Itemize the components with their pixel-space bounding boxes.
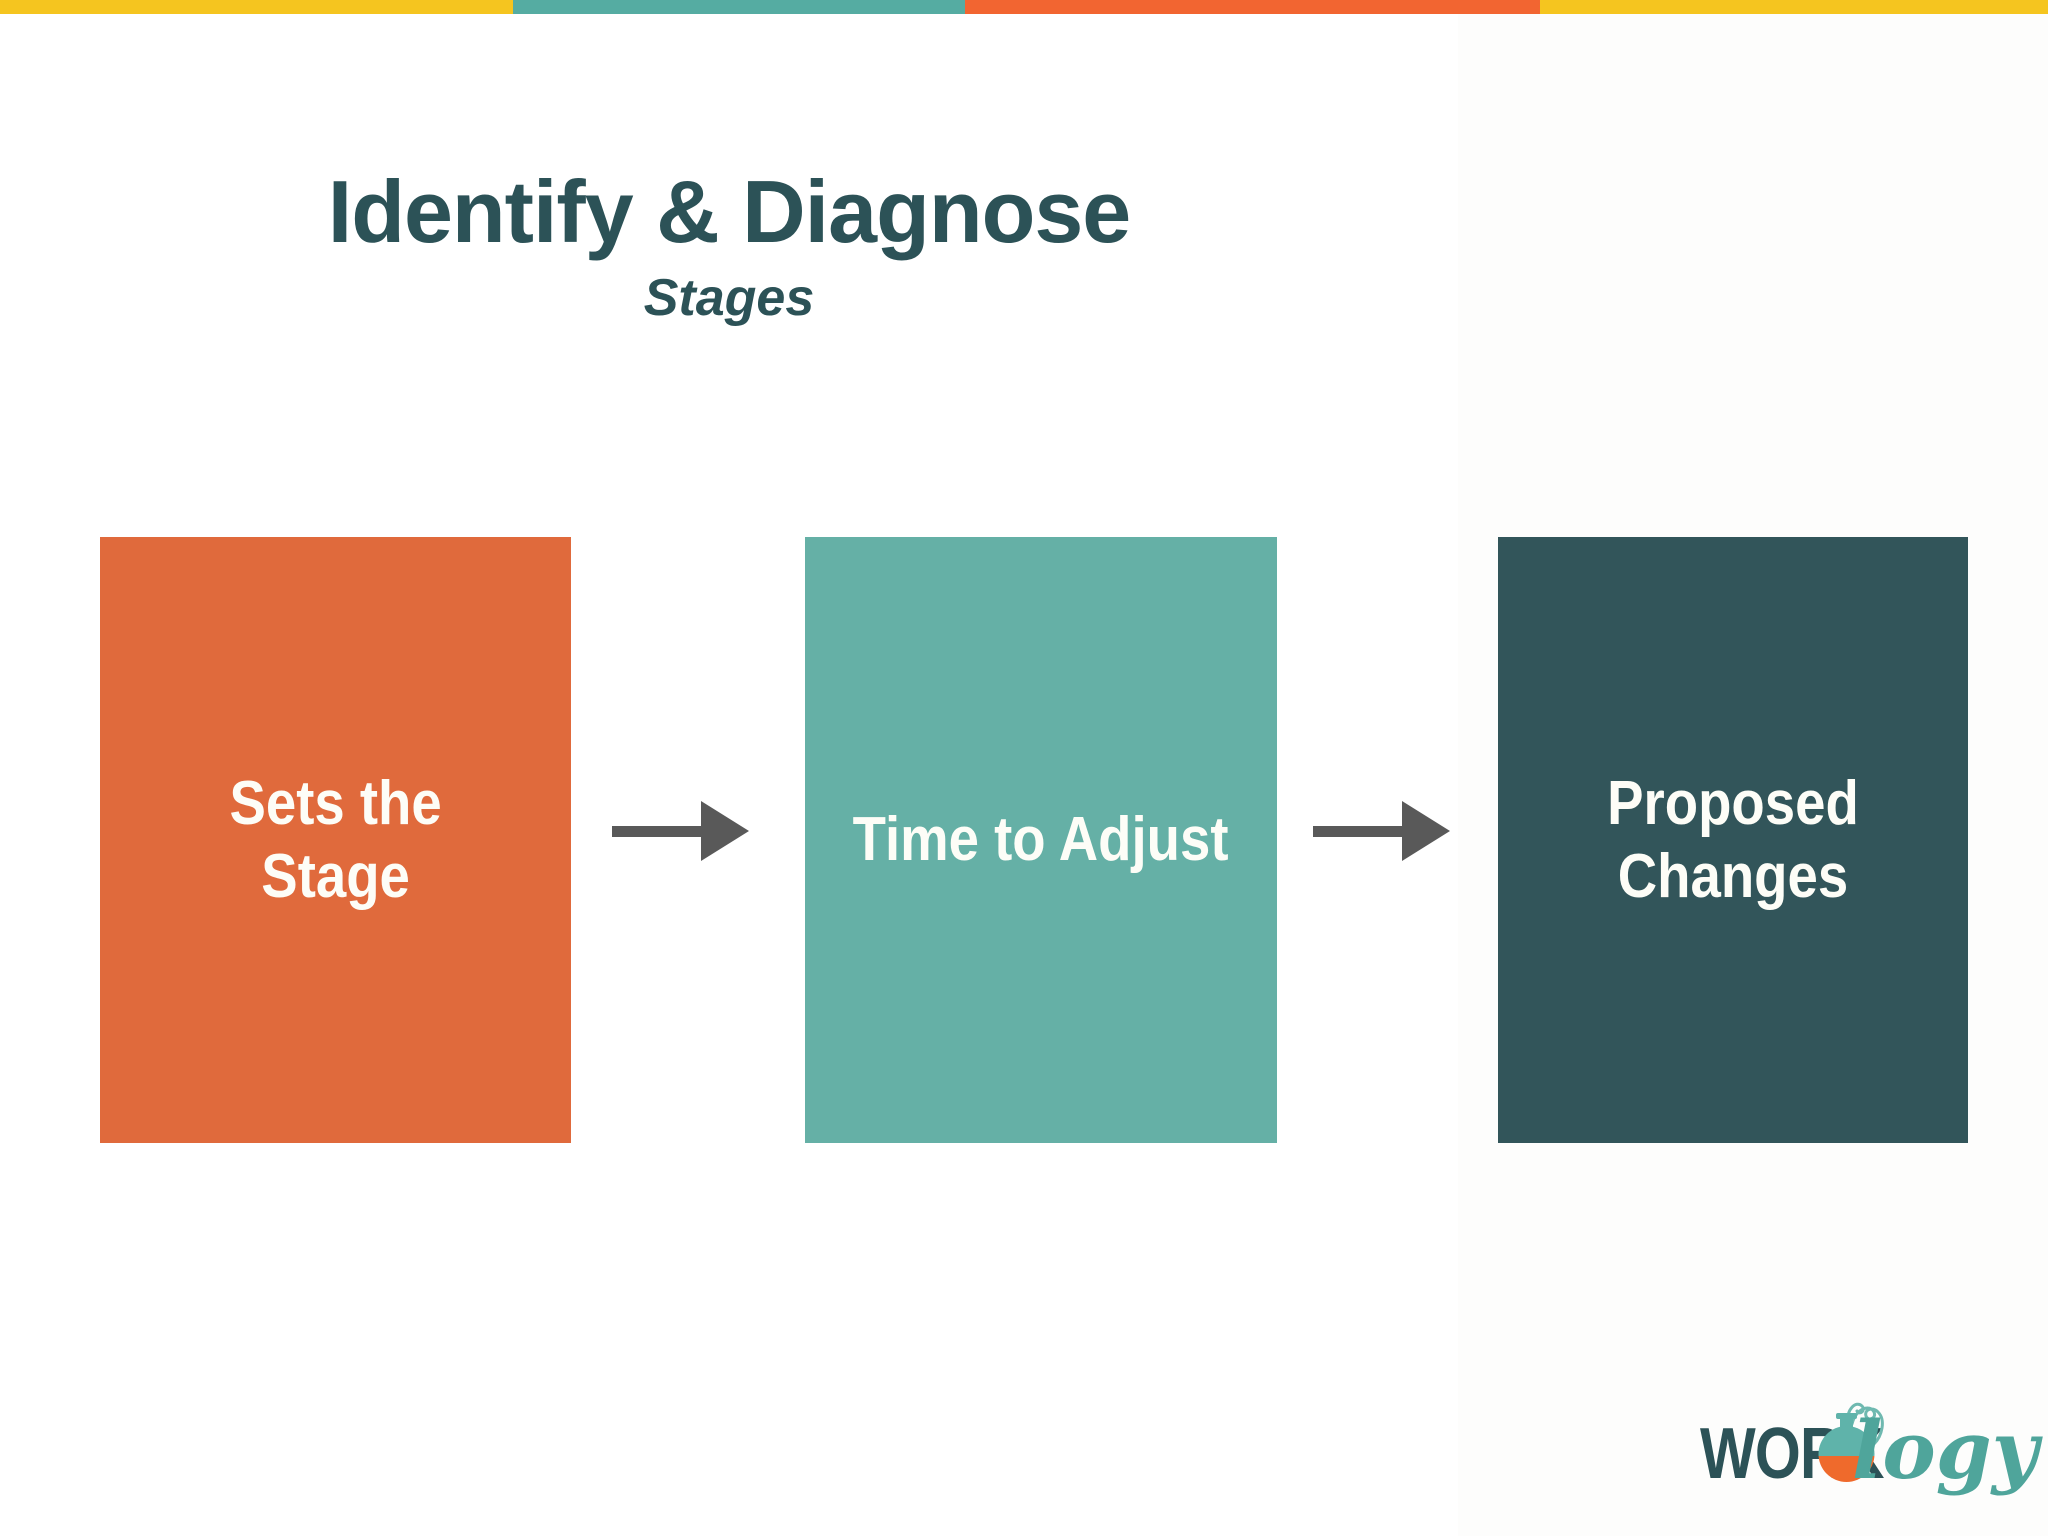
arrow-right-icon — [1313, 801, 1450, 861]
workology-logo[interactable]: WORK logy — [1700, 1392, 2038, 1512]
page-subtitle: Stages — [643, 269, 815, 327]
flask-icon — [1818, 1402, 1884, 1482]
arrow-shaft — [612, 825, 702, 837]
ribbon-segment-teal — [513, 0, 965, 14]
page-title: Identify & Diagnose — [327, 162, 1131, 261]
arrow-shaft — [1313, 825, 1403, 837]
top-color-ribbon — [0, 0, 2048, 14]
stage-label: Proposed Changes — [1607, 768, 1859, 911]
ribbon-segment-yellow-left — [0, 0, 513, 14]
title-block: Identify & Diagnose Stages — [0, 162, 1458, 327]
stage-box-proposed-changes[interactable]: Proposed Changes — [1498, 537, 1968, 1143]
stage-label: Time to Adjust — [853, 805, 1229, 875]
arrow-head — [1402, 801, 1450, 861]
ribbon-segment-yellow-right — [1540, 0, 2048, 14]
arrow-right-icon — [612, 801, 749, 861]
arrow-head — [701, 801, 749, 861]
stage-label: Sets the Stage — [229, 768, 442, 911]
ribbon-segment-orange — [965, 0, 1540, 14]
stage-box-time-to-adjust[interactable]: Time to Adjust — [805, 537, 1277, 1143]
stage-box-sets-the-stage[interactable]: Sets the Stage — [100, 537, 571, 1143]
logo-script-text: logy — [1852, 1403, 2039, 1497]
